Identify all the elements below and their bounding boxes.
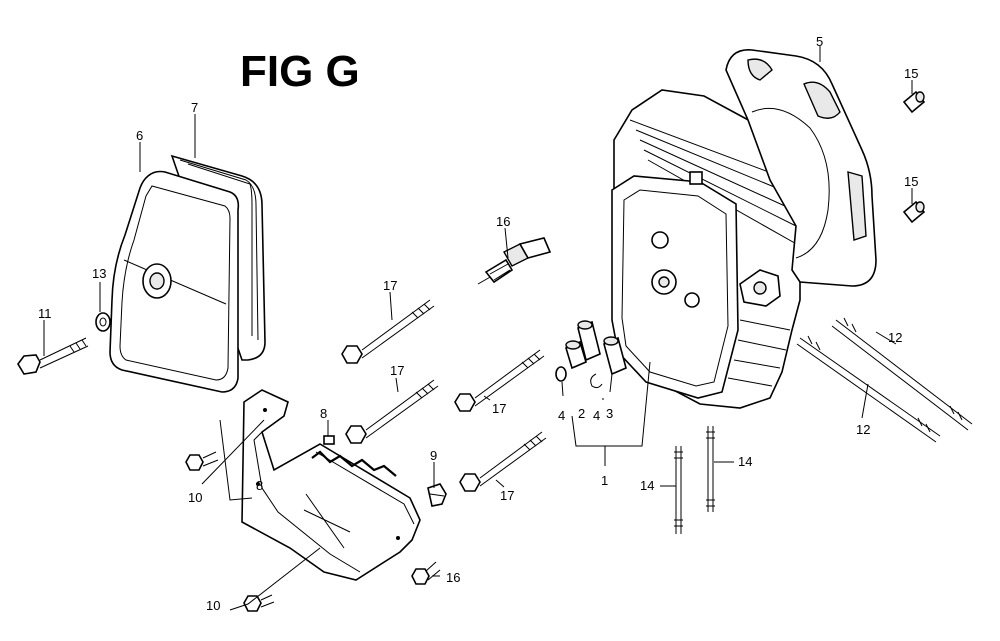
- callout-1: 1: [601, 473, 608, 488]
- callout-16b: 16: [446, 570, 460, 585]
- callout-14a: 14: [640, 478, 654, 493]
- short-stud-left: [674, 446, 683, 534]
- long-stud-upper: [831, 317, 973, 431]
- sealing-washer: [95, 312, 111, 332]
- callout-12a: 12: [888, 330, 902, 345]
- head-bolt-2: [345, 379, 439, 444]
- callout-15a: 15: [904, 66, 918, 81]
- bracket-bolt-upper: [185, 451, 219, 471]
- callout-17c: 17: [492, 401, 506, 416]
- callout-3: 3: [606, 406, 613, 421]
- figure-title: FIG G: [240, 47, 360, 96]
- head-bolt-1: [341, 299, 435, 364]
- wire-clip: [427, 483, 447, 507]
- callout-8a: 8: [320, 406, 327, 421]
- callout-4a: 4: [558, 408, 565, 423]
- cylinder-head: [611, 89, 801, 409]
- callout-4b: 4: [593, 408, 600, 423]
- head-bolt-4: [459, 431, 547, 492]
- callout-9: 9: [430, 448, 437, 463]
- callout-14b: 14: [738, 454, 752, 469]
- callout-17d: 17: [500, 488, 514, 503]
- callout-12b: 12: [856, 422, 870, 437]
- keeper-left: [555, 366, 567, 382]
- valve-cover: [109, 170, 240, 393]
- clip-bolt: [411, 561, 441, 585]
- head-gasket: [725, 49, 877, 287]
- callout-2: 2: [578, 406, 585, 421]
- callout-7: 7: [191, 100, 198, 115]
- callout-11: 11: [38, 306, 52, 321]
- callout-labels: 1 2 3 4 4 5 6 7 8 8 9 10 10 11 12 12 13 …: [38, 34, 918, 613]
- callout-17a: 17: [383, 278, 397, 293]
- callout-10a: 10: [188, 490, 202, 505]
- short-stud-right: [706, 426, 715, 512]
- callout-6: 6: [136, 128, 143, 143]
- valve-guide-right: [603, 336, 627, 376]
- callout-15b: 15: [904, 174, 918, 189]
- callout-8b: 8: [256, 478, 263, 493]
- keeper-right: [590, 373, 603, 389]
- valve-guide-left: [565, 320, 601, 370]
- callout-13: 13: [92, 266, 106, 281]
- leader-lines: [43, 46, 913, 611]
- spark-plug: [477, 237, 552, 285]
- callout-5: 5: [816, 34, 823, 49]
- callout-16a: 16: [496, 214, 510, 229]
- cover-bolt: [17, 337, 89, 375]
- bracket-bolt-lower: [243, 594, 275, 612]
- callout-17b: 17: [390, 363, 404, 378]
- callout-10b: 10: [206, 598, 220, 613]
- dowel-pin-lower: [902, 200, 926, 224]
- bracket-plate: [241, 389, 421, 581]
- long-stud-lower: [796, 335, 941, 443]
- dowel-pin-upper: [902, 90, 926, 114]
